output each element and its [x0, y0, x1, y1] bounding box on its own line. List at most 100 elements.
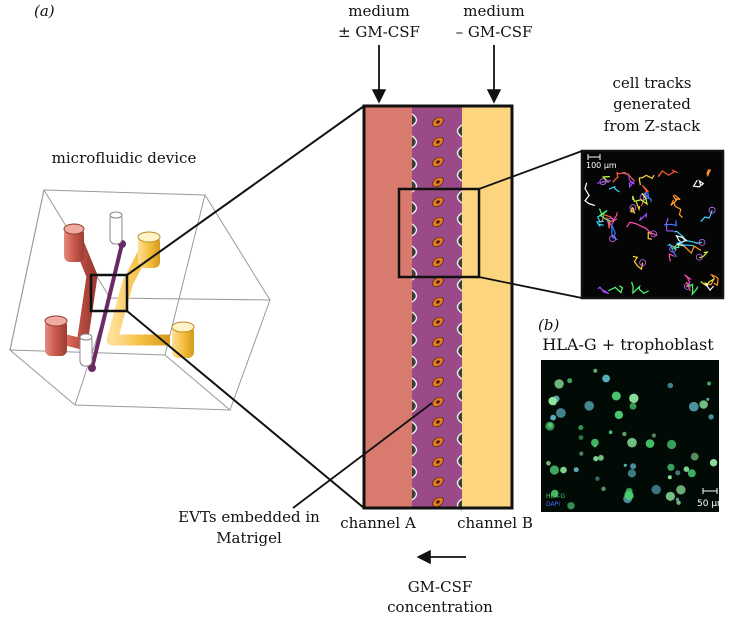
cell-track: [630, 206, 636, 214]
pillar: [456, 234, 463, 248]
fluorescent-cell: [593, 456, 599, 462]
evt-label-2: Matrigel: [216, 529, 282, 547]
evt-cell: [432, 136, 444, 148]
pillar: [456, 388, 463, 402]
cell-track: [612, 171, 636, 183]
fluorescent-cell: [549, 465, 560, 475]
medium-left-line1: medium: [348, 2, 409, 20]
evt-cell: [432, 176, 444, 188]
fluorescent-cell: [676, 500, 681, 505]
gradient-label-2: concentration: [387, 598, 493, 616]
cell-track: [668, 253, 675, 262]
fluorescent-cell: [601, 486, 606, 491]
fluorescent-cell: [667, 475, 672, 480]
fluorescent-cell: [629, 402, 637, 410]
fluorescent-cell: [611, 391, 621, 401]
medium-left-line2: ± GM-CSF: [338, 23, 420, 41]
evt-cell: [432, 336, 444, 348]
fluorescent-cell: [554, 379, 564, 389]
fluorescent-cell: [708, 414, 714, 420]
channel-zoom-box: [397, 187, 481, 279]
pillar: [411, 465, 418, 479]
fluorescent-cell: [627, 469, 637, 478]
fluorescent-cell: [623, 463, 627, 467]
cell-track: [672, 195, 683, 218]
fluorescent-cell: [629, 393, 639, 403]
cell-track: [657, 169, 678, 178]
legend-hla: HLA-G: [546, 493, 565, 500]
fluorescent-cell: [578, 425, 584, 431]
evt-cell: [432, 396, 444, 408]
pillar: [456, 278, 463, 292]
evt-cell: [432, 256, 444, 268]
medium-right: medium – GM-CSF: [456, 2, 533, 104]
pillar: [411, 355, 418, 369]
tracks-scale: 100 μm: [586, 161, 617, 170]
channel-b-label: channel B: [457, 514, 533, 532]
fluorescent-cell: [667, 382, 674, 389]
cell-track: [664, 220, 677, 227]
cell-track: [626, 221, 658, 236]
cell-track: [692, 179, 705, 188]
pillar: [411, 135, 418, 149]
fluorescent-cell: [573, 467, 579, 473]
pillar: [456, 366, 463, 380]
fluorescent-cell: [591, 438, 599, 447]
evt-cell: [432, 356, 444, 368]
fluorescent-cell: [622, 431, 627, 437]
cell-marker: [650, 230, 657, 238]
pillars: [411, 113, 463, 512]
panel-a-label: (a): [34, 2, 55, 20]
hla-g-image: HLA-G DAPI 50 μm: [541, 360, 726, 512]
fluorescent-cell: [690, 452, 699, 461]
pillar: [411, 245, 418, 259]
cell-track: [596, 179, 612, 184]
fluorescent-cell: [578, 435, 584, 440]
fluorescent-cell: [550, 414, 556, 421]
fluorescent-cell: [630, 463, 637, 470]
cell-track: [703, 273, 719, 287]
medium-left: medium ± GM-CSF: [338, 2, 420, 104]
cell-track: [684, 245, 702, 255]
fluorescent-cell: [545, 421, 555, 431]
fluorescent-cell: [551, 489, 559, 498]
pillar: [411, 157, 418, 171]
fluorescent-cell: [593, 444, 597, 448]
evt-cell: [432, 376, 444, 388]
fluorescent-cell: [665, 491, 676, 501]
channel-b: [462, 106, 512, 508]
evt-cell: [432, 276, 444, 288]
fluorescent-cell: [667, 463, 675, 471]
fluorescent-cell: [709, 459, 718, 467]
channel-diagram: [362, 104, 514, 512]
evt-cell: [432, 496, 444, 508]
evt-cell: [432, 236, 444, 248]
panel-b-title: HLA-G + trophoblast: [542, 335, 714, 354]
cell-track: [665, 218, 674, 232]
cell-marker: [708, 206, 716, 214]
evt-cell: [432, 196, 444, 208]
fluorescent-cell: [687, 469, 696, 478]
fluorescent-cell: [602, 374, 610, 383]
fluorescent-cell: [675, 497, 680, 502]
fluorescent-cell: [546, 461, 551, 466]
evt-cell: [432, 316, 444, 328]
pillar: [456, 256, 463, 270]
cell-tracks: [584, 169, 719, 296]
evt-cell: [432, 216, 444, 228]
pillar: [411, 443, 418, 457]
device-label: microfluidic device: [52, 149, 197, 167]
medium-right-line2: – GM-CSF: [456, 23, 533, 41]
pillar: [456, 190, 463, 204]
b-scale: 50 μm: [697, 499, 726, 509]
channel-a: [364, 106, 412, 508]
pillar: [411, 399, 418, 413]
cell-track: [595, 214, 604, 227]
fluorescent-cell: [625, 487, 633, 495]
evt-cell: [432, 476, 444, 488]
fluorescent-cell: [706, 397, 710, 401]
fluorescent-cell: [683, 466, 690, 473]
pillar: [411, 487, 418, 501]
pillar: [456, 344, 463, 358]
evt-cell: [432, 456, 444, 468]
